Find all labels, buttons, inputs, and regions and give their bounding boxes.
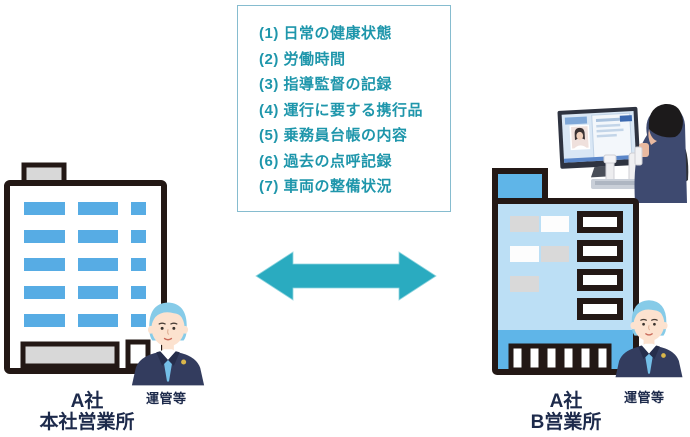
left-company-name: A社 bbox=[70, 391, 104, 412]
left-building-label: A社 本社営業所 bbox=[7, 391, 167, 434]
right-company-name: A社 bbox=[549, 391, 583, 412]
double-arrow-icon bbox=[255, 251, 437, 301]
right-person-label: 運管等 bbox=[624, 390, 665, 405]
branch-office-building-icon bbox=[492, 168, 639, 375]
info-item-2: (2) 労働時間 bbox=[259, 50, 346, 68]
remote-rollcall-photo bbox=[551, 95, 690, 203]
right-building-label: A社 B営業所 bbox=[486, 391, 646, 434]
info-item-4: (4) 運行に要する携行品 bbox=[259, 101, 424, 119]
shared-info-box: (1) 日常の健康状態 (2) 労働時間 (3) 指導監督の記録 (4) 運行に… bbox=[237, 5, 451, 212]
head-office-building-icon bbox=[4, 162, 167, 374]
operations-manager-left-icon bbox=[131, 302, 205, 386]
info-item-6: (6) 過去の点呼記録 bbox=[259, 152, 393, 170]
left-person-label: 運管等 bbox=[146, 391, 187, 406]
info-item-7: (7) 車両の整備状況 bbox=[259, 178, 393, 195]
left-office-name: 本社営業所 bbox=[39, 412, 135, 433]
info-item-5: (5) 乗務員台帳の内容 bbox=[259, 127, 408, 144]
info-item-3: (3) 指導監督の記録 bbox=[259, 76, 393, 93]
info-item-1: (1) 日常の健康状態 bbox=[259, 25, 393, 42]
operations-manager-right-icon bbox=[615, 300, 683, 378]
right-office-name: B営業所 bbox=[530, 412, 602, 433]
